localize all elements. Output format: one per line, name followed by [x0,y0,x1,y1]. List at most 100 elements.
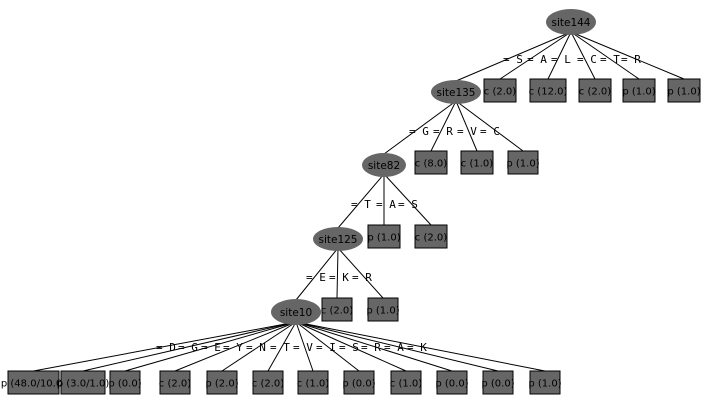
leaf-box [60,370,106,395]
edge-n135-n82 [383,100,457,155]
edge-label: = V [457,125,477,138]
leaf-label: c (2.0) [159,379,191,390]
leaf-box [482,370,514,395]
leaf-label: p (2.0) [205,379,238,390]
edge-label: = K [329,271,349,284]
edge-n10-l10j [295,321,453,372]
edge-n82-l82b [383,173,432,226]
edge-label: = E [201,341,221,354]
leaf-node: c (2.0) [159,370,191,395]
leaf-node: p (1.0) [366,297,400,322]
leaf-box [460,150,494,175]
edge-n135-l135c [455,100,524,152]
leaf-node: p (0.0) [435,370,469,395]
edge-n135-l135b [455,100,478,152]
edge-n10-l10l [295,321,546,372]
edge-label: = A [376,198,396,211]
edge-n144-l144a [499,31,572,80]
leaf-box [367,297,399,322]
leaf-node: p (0.0) [481,370,515,395]
leaf-node: c (8.0) [414,150,448,175]
edge-label: = G [409,125,429,138]
edge-n135-l135a [430,100,457,152]
leaf-label: c (8.0) [415,159,447,170]
leaf-box [390,370,422,395]
edge-label: = R [352,271,372,284]
leaf-node: p (1.0) [528,370,562,395]
leaf-box [414,150,448,175]
edge-n144-n135 [455,31,572,82]
edge-label: = S [339,341,359,354]
edge-label: = T [600,53,620,66]
leaf-label: p (1.0) [667,87,700,98]
leaf-box [622,78,656,103]
nodes-layer: site144 site135 site82 site125 site10 c (2.0)… [1,9,701,395]
leaf-label: c (1.0) [390,379,422,390]
leaf-label: c (2.0) [252,379,284,390]
leaf-label: p (0.0) [342,379,375,390]
edge-label: = K [407,341,427,354]
leaf-box [483,78,517,103]
leaf-node: c (12.0) [529,78,568,103]
leaf-box [7,370,60,395]
edge-n10-l10a [33,321,297,372]
edges-layer [33,31,685,372]
edge-label: = T [351,198,371,211]
leaf-label: c (2.0) [579,87,611,98]
edge-n82-n125 [337,173,385,229]
leaf-label: c (12.0) [529,87,568,98]
leaf-node: c (2.0) [321,297,353,322]
leaf-label: c (2.0) [321,306,353,317]
split-node-shape [362,153,406,177]
leaf-box [159,370,191,395]
split-node-site82: site82 [362,153,406,177]
edge-n10-l10f [267,321,297,372]
leaf-label: p (1.0) [367,233,400,244]
edge-label: = V [293,341,313,354]
edge-n10-l10h [295,321,360,372]
edge-label: = T [270,341,290,354]
leaf-label: c (1.0) [297,379,329,390]
leaf-label: p (3.0/1.0) [57,379,110,390]
edge-label: = S [503,53,523,66]
leaf-label: p (1.0) [506,159,539,170]
leaf-label: c (1.0) [461,159,493,170]
edge-n125-l125a [336,247,339,299]
leaf-label: c (2.0) [484,87,516,98]
edge-n144-l144c [570,31,596,80]
edge-n10-l10e [221,321,297,372]
edge-n10-l10b [82,321,297,372]
edge-label: = C [480,125,500,138]
leaf-box [507,150,539,175]
edge-n10-l10d [174,321,297,372]
edge-label: = E [306,271,326,284]
leaf-node: p (1.0) [506,150,540,175]
split-node-site125: site125 [313,227,363,251]
edge-n10-l10c [124,321,297,372]
leaf-node: p (0.0) [108,370,142,395]
split-node-label: site10 [280,307,312,319]
edge-n125-l125b [337,247,384,299]
leaf-box [343,370,375,395]
edge-label: = R [621,53,641,66]
leaf-label: p (1.0) [622,87,655,98]
edge-labels-layer: = S= A= L= C= T= R= G= R= V= C= T= A= S=… [156,53,641,354]
split-node-shape [546,9,596,35]
edge-label: = I [316,341,336,354]
leaf-box [578,78,612,103]
leaf-node: p (0.0) [342,370,376,395]
leaf-label: c (2.0) [415,233,447,244]
leaf-node: c (1.0) [297,370,329,395]
leaf-box [367,224,401,249]
split-node-site10: site10 [271,299,321,325]
leaf-node: c (1.0) [460,150,494,175]
split-node-label: site82 [368,160,400,172]
leaf-node: p (3.0/1.0) [57,370,110,395]
leaf-node: c (2.0) [252,370,284,395]
edge-label: = Y [223,341,243,354]
leaf-label: p (1.0) [366,306,399,317]
split-node-label: site135 [436,87,475,99]
leaf-box [529,370,561,395]
split-node-label: site144 [551,17,590,29]
leaf-node: c (2.0) [414,224,448,249]
